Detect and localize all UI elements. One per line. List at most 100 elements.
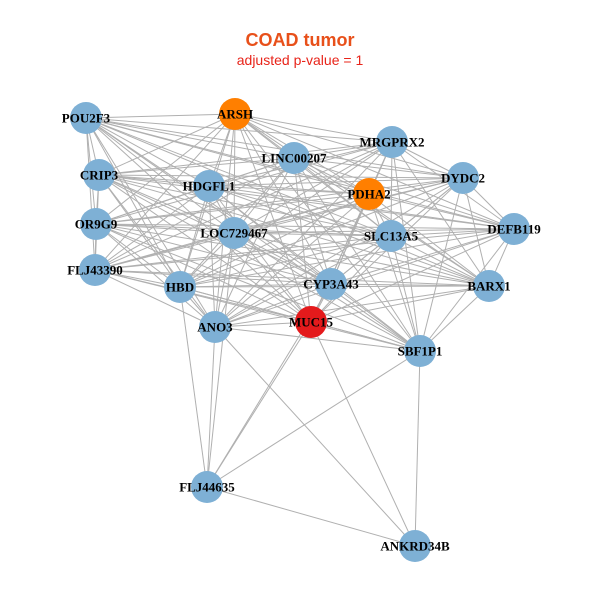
node-circle[interactable] (295, 306, 327, 338)
node-CYP3A43[interactable]: CYP3A43 (303, 268, 359, 300)
node-CRIP3[interactable]: CRIP3 (80, 159, 119, 191)
node-circle[interactable] (353, 178, 385, 210)
edge-DYDC2-ANO3 (214, 177, 464, 328)
node-label: HBD (166, 280, 194, 295)
node-circle[interactable] (218, 217, 250, 249)
edge-DYDC2-BARX1 (462, 177, 490, 287)
node-circle[interactable] (498, 213, 530, 245)
node-DEFB119[interactable]: DEFB119 (487, 213, 541, 245)
edge-MRGPRX2-SBF1P1 (391, 141, 421, 352)
edge-LOC729467-FLJ43390 (94, 232, 235, 271)
node-SLC13A5[interactable]: SLC13A5 (364, 220, 419, 252)
edge-ARSH-FLJ43390 (94, 113, 236, 271)
edge-POU2F3-HBD (85, 117, 181, 288)
node-ANO3[interactable]: ANO3 (197, 311, 233, 343)
node-label: ARSH (217, 107, 253, 122)
node-LINC00207[interactable]: LINC00207 (261, 142, 327, 174)
node-label: DYDC2 (441, 171, 485, 186)
node-circle[interactable] (399, 530, 431, 562)
node-HDGFL1[interactable]: HDGFL1 (183, 170, 236, 202)
edge-HDGFL1-HBD (179, 185, 210, 288)
node-label: CYP3A43 (303, 277, 359, 292)
edge-HDGFL1-OR9G9 (95, 185, 210, 225)
node-label: SBF1P1 (398, 344, 443, 359)
edge-ARSH-DYDC2 (234, 113, 464, 179)
edge-FLJ44635-HBD (179, 286, 208, 488)
node-circle[interactable] (191, 471, 223, 503)
chart-title: COAD tumor (245, 30, 355, 50)
node-circle[interactable] (278, 142, 310, 174)
node-circle[interactable] (79, 254, 111, 286)
node-label: CRIP3 (80, 168, 119, 183)
node-circle[interactable] (199, 311, 231, 343)
edge-LINC00207-LOC729467 (233, 157, 295, 234)
edge-OR9G9-BARX1 (95, 223, 490, 287)
node-MUC15[interactable]: MUC15 (289, 306, 334, 338)
edge-LINC00207-MRGPRX2 (293, 141, 393, 159)
node-BARX1[interactable]: BARX1 (467, 270, 511, 302)
edge-BARX1-MUC15 (310, 285, 490, 323)
edge-DYDC2-FLJ43390 (94, 177, 464, 271)
node-MRGPRX2[interactable]: MRGPRX2 (360, 126, 425, 158)
node-ARSH[interactable]: ARSH (217, 98, 253, 130)
edge-SLC13A5-BARX1 (390, 235, 490, 287)
node-circle[interactable] (80, 208, 112, 240)
node-circle[interactable] (447, 162, 479, 194)
node-HBD[interactable]: HBD (164, 271, 196, 303)
node-label: LOC729467 (200, 226, 268, 241)
node-label: FLJ43390 (67, 263, 123, 278)
edge-ANO3-MUC15 (214, 321, 312, 328)
node-circle[interactable] (219, 98, 251, 130)
node-circle[interactable] (376, 126, 408, 158)
edge-OR9G9-MUC15 (95, 223, 312, 323)
node-LOC729467[interactable]: LOC729467 (200, 217, 268, 249)
chart-subtitle: adjusted p-value = 1 (236, 52, 364, 68)
node-circle[interactable] (193, 170, 225, 202)
node-label: BARX1 (467, 279, 510, 294)
node-circle[interactable] (83, 159, 115, 191)
edge-ANKRD34B-MUC15 (310, 321, 416, 547)
node-POU2F3[interactable]: POU2F3 (62, 102, 111, 134)
node-OR9G9[interactable]: OR9G9 (75, 208, 118, 240)
edge-FLJ43390-CYP3A43 (94, 269, 332, 285)
node-circle[interactable] (404, 335, 436, 367)
edge-DYDC2-OR9G9 (95, 177, 464, 225)
edge-ARSH-MUC15 (234, 113, 312, 323)
node-circle[interactable] (164, 271, 196, 303)
node-label: PDHA2 (347, 187, 390, 202)
node-SBF1P1[interactable]: SBF1P1 (398, 335, 443, 367)
node-circle[interactable] (315, 268, 347, 300)
edge-HDGFL1-SLC13A5 (208, 185, 392, 237)
node-circle[interactable] (473, 270, 505, 302)
edge-MRGPRX2-BARX1 (391, 141, 490, 287)
edge-DEFB119-HBD (179, 228, 515, 288)
edge-CRIP3-LOC729467 (98, 174, 235, 234)
node-DYDC2[interactable]: DYDC2 (441, 162, 485, 194)
node-PDHA2[interactable]: PDHA2 (347, 178, 391, 210)
edge-POU2F3-DYDC2 (85, 117, 464, 179)
edge-OR9G9-SBF1P1 (95, 223, 421, 352)
node-label: POU2F3 (62, 111, 111, 126)
edge-CRIP3-MUC15 (98, 174, 312, 323)
node-label: LINC00207 (261, 151, 327, 166)
edge-LINC00207-ANO3 (214, 157, 295, 328)
node-FLJ44635[interactable]: FLJ44635 (179, 471, 235, 503)
edge-POU2F3-MRGPRX2 (85, 117, 393, 143)
node-circle[interactable] (70, 102, 102, 134)
node-circle[interactable] (375, 220, 407, 252)
node-FLJ43390[interactable]: FLJ43390 (67, 254, 123, 286)
edge-POU2F3-FLJ43390 (85, 117, 96, 271)
edge-FLJ44635-ANO3 (206, 326, 216, 488)
edge-LOC729467-SLC13A5 (233, 232, 392, 237)
edge-OR9G9-LOC729467 (95, 223, 235, 234)
edge-POU2F3-DEFB119 (85, 117, 515, 230)
edge-CRIP3-HDGFL1 (98, 174, 210, 187)
edge-ARSH-LOC729467 (233, 113, 236, 234)
edge-DEFB119-MUC15 (310, 228, 515, 323)
edge-POU2F3-SBF1P1 (85, 117, 421, 352)
node-ANKRD34B[interactable]: ANKRD34B (380, 530, 450, 562)
edge-PDHA2-BARX1 (368, 193, 490, 287)
edge-SLC13A5-DEFB119 (390, 228, 515, 237)
